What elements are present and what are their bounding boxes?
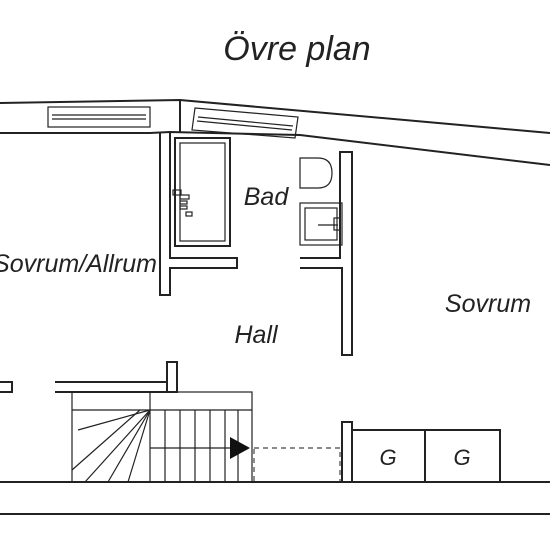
sink-icon (299, 202, 343, 246)
plan-title: Övre plan (223, 30, 370, 68)
closet-walls (159, 133, 238, 296)
bath-partition (300, 151, 353, 356)
room-label-bedroom: Sovrum (445, 290, 531, 318)
window-middle (191, 107, 299, 139)
storage-area (341, 421, 501, 483)
left-wall-stub (0, 381, 13, 393)
toilet-icon (299, 157, 333, 189)
storage-label-left: G (379, 445, 396, 470)
exterior-top-wall (0, 98, 550, 166)
room-label-bath: Bad (244, 183, 290, 211)
closet-door (172, 137, 231, 247)
staircase (55, 361, 253, 483)
exterior-bottom-wall (0, 481, 550, 515)
window-left (47, 106, 151, 128)
room-label-living: Sovrum/Allrum (0, 250, 157, 278)
stair-landing-outline (253, 447, 341, 483)
room-label-hall: Hall (234, 321, 279, 349)
storage-label-right: G (453, 445, 470, 470)
stair-arrow-icon (150, 437, 250, 459)
